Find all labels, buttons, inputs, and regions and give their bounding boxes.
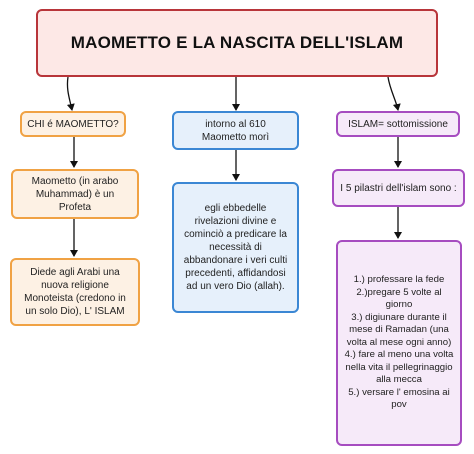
center-header-text: intorno al 610 Maometto morì — [201, 118, 270, 143]
center-detail-text: egli ebbedelle rivelazioni divine e comi… — [183, 203, 288, 292]
right-subheader-node: I 5 pilastri dell'islam sono : — [332, 169, 465, 207]
connector-title-to-right — [387, 76, 401, 111]
pillar-item-4: 4.) fare al meno una volta nella vita il… — [344, 349, 454, 386]
left-answer-node: Maometto (in arabo Muhammad) è un Profet… — [11, 169, 139, 219]
left-answer-text: Maometto (in arabo Muhammad) è un Profet… — [31, 175, 119, 213]
left-detail-text: Diede agli Arabi una nuova religione Mon… — [24, 267, 126, 317]
pillar-item-3: 3.) digiunare durante il mese di Ramadan… — [346, 311, 452, 348]
right-subheader-text: I 5 pilastri dell'islam sono : — [340, 182, 457, 194]
right-header-node: ISLAM= sottomissione — [336, 111, 460, 137]
right-header-text: ISLAM= sottomissione — [348, 118, 448, 130]
left-detail-node: Diede agli Arabi una nuova religione Mon… — [10, 258, 140, 326]
pillar-item-1: 1.) professare la fede — [353, 274, 445, 286]
connector-title-to-left — [66, 76, 75, 111]
title-node: MAOMETTO E LA NASCITA DELL'ISLAM — [36, 9, 438, 77]
center-detail-node: egli ebbedelle rivelazioni divine e comi… — [172, 182, 299, 313]
left-question-node: CHI é MAOMETTO? — [20, 111, 126, 137]
left-question-text: CHI é MAOMETTO? — [27, 118, 119, 130]
title-text: MAOMETTO E LA NASCITA DELL'ISLAM — [70, 32, 404, 52]
center-header-node: intorno al 610 Maometto morì — [172, 111, 299, 150]
pillar-item-2: 2.)pregare 5 volte al giorno — [356, 286, 442, 311]
pillar-item-5: 5.) versare l' emosina ai pov — [348, 386, 450, 411]
right-pillars-node: 1.) professare la fede 2.)pregare 5 volt… — [336, 240, 462, 446]
